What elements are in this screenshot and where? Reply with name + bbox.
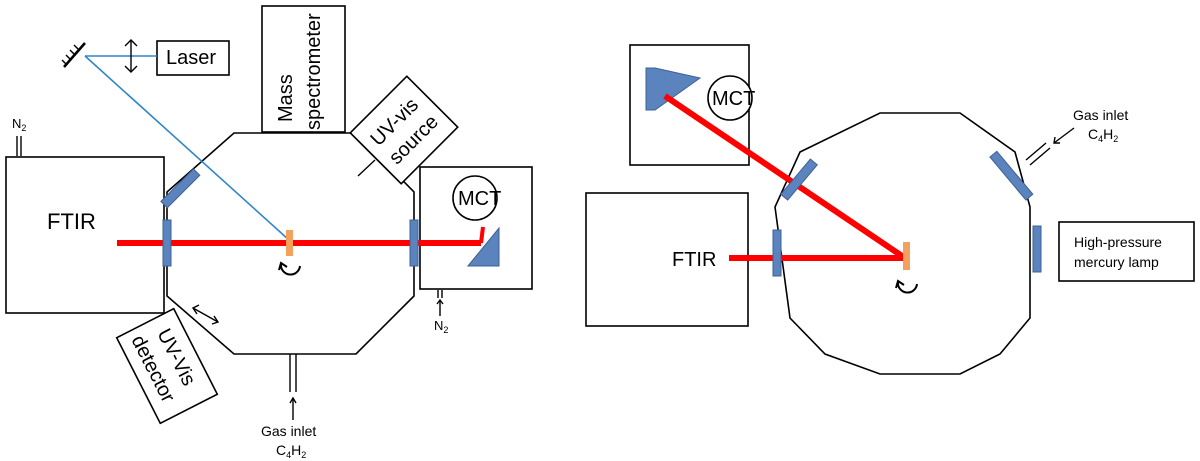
uvvis-source-lead xyxy=(357,159,376,177)
left-n2-inlet-top: N2 xyxy=(12,116,26,156)
right-setup: MCT FTIR Gas inlet C4H2 High-pressure me… xyxy=(585,44,1195,375)
left-mct-circle xyxy=(452,175,498,221)
left-gas-inlet: Gas inlet C4H2 xyxy=(261,354,316,460)
left-window-ftir xyxy=(162,219,172,267)
left-setup: FTIR N2 Mass spectrometer Laser xyxy=(5,5,533,460)
right-window-gas xyxy=(989,150,1034,201)
laser-beam-to-sample xyxy=(84,55,290,241)
svg-text:N2: N2 xyxy=(434,318,448,335)
laser-mirror xyxy=(63,42,86,68)
laser-box xyxy=(156,40,230,76)
mass-spec-label-1: Mass xyxy=(275,74,297,122)
right-ir-beam-out xyxy=(663,93,907,261)
right-mct-label: MCT xyxy=(712,88,755,110)
svg-text:N2: N2 xyxy=(12,116,26,133)
left-mct-mirror xyxy=(466,226,500,267)
left-sample xyxy=(286,230,293,256)
left-ftir-label: FTIR xyxy=(47,209,96,234)
detector-adjust-arrow xyxy=(191,304,220,325)
right-sample xyxy=(903,242,910,270)
right-gas-inlet: Gas inlet C4H2 xyxy=(1025,107,1128,166)
left-rotation-arrow xyxy=(279,263,301,276)
left-mct-label: MCT xyxy=(458,188,501,210)
right-chamber xyxy=(774,112,1031,375)
right-ftir-label: FTIR xyxy=(672,249,716,271)
mercury-lamp-box xyxy=(1058,221,1195,282)
left-gas-inlet-label: Gas inlet xyxy=(261,423,316,439)
svg-text:C4H2: C4H2 xyxy=(276,442,306,460)
right-window-mct xyxy=(780,158,818,201)
left-n2-inlet-bottom: N2 xyxy=(434,290,448,335)
n2-label: N xyxy=(12,116,21,131)
left-window-laser xyxy=(160,168,201,209)
left-ftir-box xyxy=(5,156,165,314)
laser-label: Laser xyxy=(166,47,216,69)
right-mct-mirror xyxy=(645,67,702,111)
lamp-label-1: High-pressure xyxy=(1074,234,1162,250)
mass-spec-label-2: spectrometer xyxy=(303,13,325,130)
mirror-adjust-arrow xyxy=(124,39,138,73)
left-window-mct xyxy=(409,219,419,267)
right-gas-inlet-label: Gas inlet xyxy=(1073,107,1128,123)
right-window-ftir xyxy=(772,229,782,277)
right-ftir-box xyxy=(585,192,749,327)
right-window-lamp xyxy=(1032,225,1042,273)
lamp-label-2: mercury lamp xyxy=(1074,254,1159,270)
right-rotation-arrow xyxy=(896,281,918,294)
svg-text:C4H2: C4H2 xyxy=(1088,126,1118,144)
mass-spectrometer-box xyxy=(261,5,346,133)
right-mct-circle xyxy=(707,75,753,121)
